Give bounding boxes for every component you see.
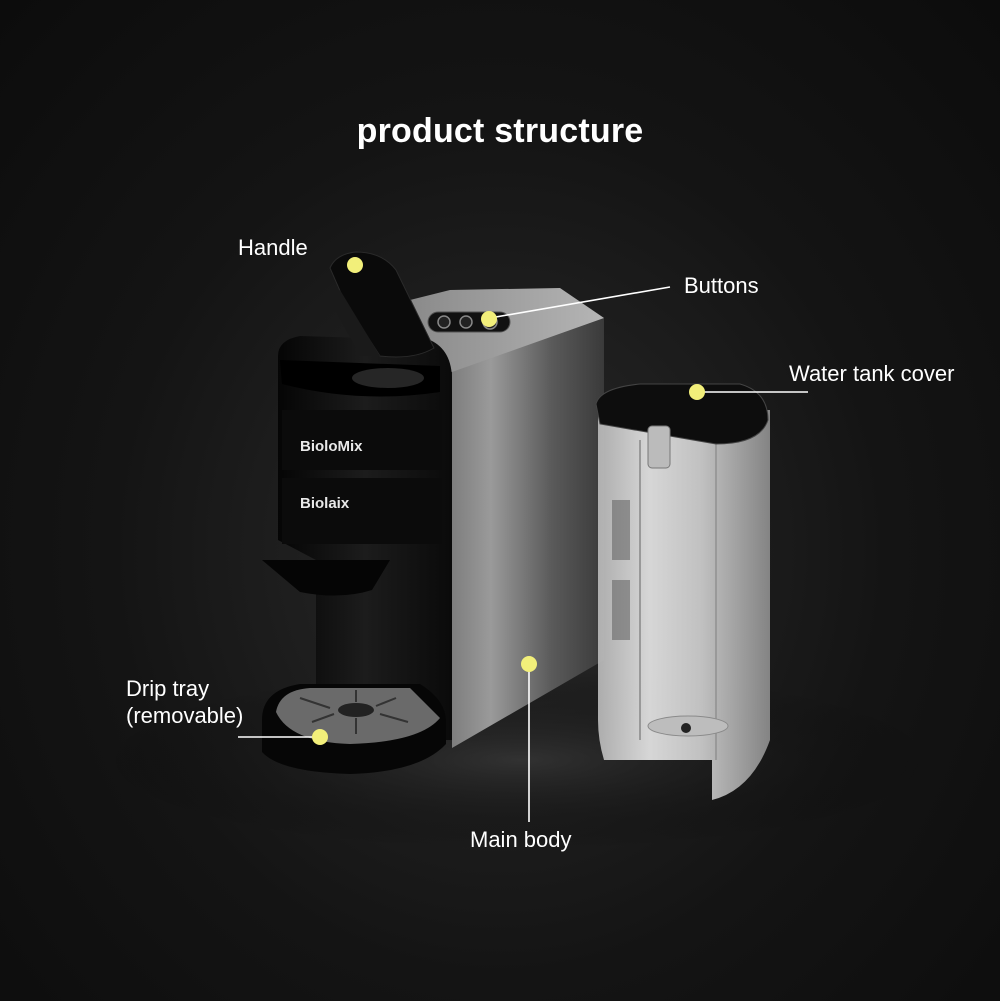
label-drip-tray-line1: Drip tray (126, 676, 210, 701)
button-panel (427, 311, 511, 333)
label-main-body: Main body (470, 827, 572, 852)
coffee-machine: BioloMix Biolaix (262, 251, 604, 774)
handle-lever (329, 251, 435, 358)
label-buttons: Buttons (684, 273, 759, 298)
marker-main-body (521, 656, 537, 672)
marker-buttons (481, 311, 497, 327)
label-water-tank-cover: Water tank cover (789, 361, 955, 386)
brand-logo-lower: Biolaix (300, 495, 350, 512)
markers (312, 257, 705, 745)
label-drip-tray: Drip tray (removable) (126, 675, 243, 729)
water-tank (595, 383, 770, 800)
marker-drip-tray (312, 729, 328, 745)
leader-line-buttons (489, 286, 671, 319)
label-handle: Handle (238, 235, 308, 260)
water-tank-lid (595, 383, 769, 445)
page-title: product structure (356, 112, 644, 150)
steel-top (410, 288, 604, 372)
steel-main-body (430, 308, 604, 748)
leader-lines (238, 286, 808, 822)
spout (262, 560, 390, 596)
marker-handle (347, 257, 363, 273)
label-drip-tray-line2: (removable) (126, 703, 244, 728)
brand-logo: BioloMix (300, 438, 363, 455)
marker-water-tank-cover (689, 384, 705, 400)
